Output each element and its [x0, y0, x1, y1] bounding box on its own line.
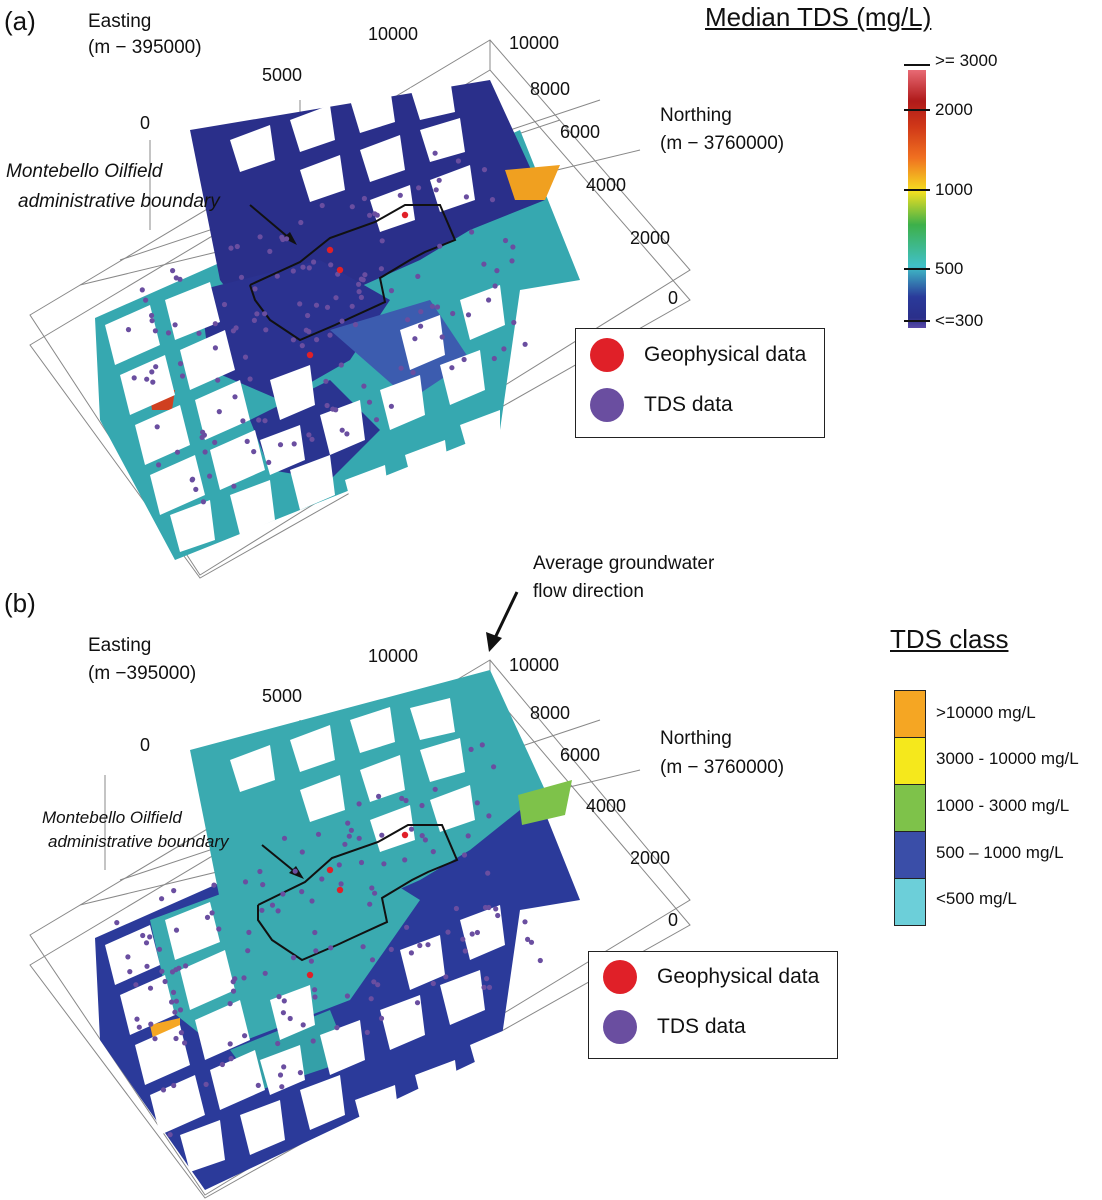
panel-a-colorbar — [908, 70, 926, 328]
panel-a-easting-tick: 5000 — [262, 65, 303, 85]
panel-a-northing-tick: 2000 — [630, 228, 671, 248]
legend-tds-label: TDS data — [657, 1015, 746, 1038]
colorbar-tick — [904, 189, 930, 191]
panel-a-northing-label: Northing — [660, 105, 732, 126]
colorbar-label: >= 3000 — [935, 51, 998, 70]
class-label: 3000 - 10000 mg/L — [936, 749, 1079, 768]
panel-a-oilfield-boundary — [249, 204, 457, 342]
panel-b-northing-tick: 8000 — [530, 703, 571, 723]
panel-b-northing-tick: 10000 — [509, 655, 560, 675]
panel-a-grid-cells — [105, 78, 505, 552]
panel-a-easting-label: Easting — [88, 11, 152, 32]
panel-a-northing-tick: 8000 — [530, 79, 571, 99]
legend-tds-label: TDS data — [644, 393, 733, 416]
panel-b-northing-tick: 0 — [668, 910, 679, 930]
panel-a-colorbar-title: Median TDS (mg/L) — [705, 2, 932, 32]
colorbar-label: 500 — [935, 259, 964, 278]
panel-b-oilfield-boundary — [257, 824, 459, 962]
class-swatch-500-1000 — [894, 831, 926, 879]
panel-b-grid-cells — [105, 698, 505, 1172]
class-swatch-3000-10000 — [894, 737, 926, 785]
class-swatch-1000-3000 — [894, 784, 926, 832]
panel-b-easting-tick: 10000 — [368, 646, 419, 666]
colorbar-tick — [904, 320, 930, 322]
panel-b-data-legend: Geophysical data TDS data — [588, 951, 838, 1059]
class-label: 1000 - 3000 mg/L — [936, 796, 1070, 815]
panel-a-easting-tick: 0 — [140, 113, 151, 133]
panel-b-easting-offset: (m −395000) — [88, 663, 197, 684]
panel-a-northing-offset: (m − 3760000) — [660, 133, 785, 154]
panel-b-northing-tick: 6000 — [560, 745, 601, 765]
colorbar-tick — [904, 64, 930, 66]
class-label: <500 mg/L — [936, 889, 1017, 908]
panel-a-easting-tick: 10000 — [368, 24, 419, 44]
flow-direction-arrow — [492, 591, 519, 641]
panel-a-data-legend: Geophysical data TDS data — [575, 328, 825, 438]
panel-b-boundary-label-2: administrative boundary — [48, 832, 229, 851]
panel-b-label: (b) — [4, 588, 36, 618]
panel-b-easting-tick: 0 — [140, 735, 151, 755]
class-label: 500 – 1000 mg/L — [936, 843, 1064, 862]
panel-b-northing-tick: 4000 — [586, 796, 627, 816]
colorbar-tick — [904, 109, 930, 111]
panel-b-boundary-label-1: Montebello Oilfield — [42, 808, 182, 827]
flow-direction-label-2: flow direction — [533, 581, 644, 602]
panel-b-easting-label: Easting — [88, 635, 152, 656]
class-swatch-lt500 — [894, 878, 926, 926]
legend-geophysical-label: Geophysical data — [644, 343, 807, 366]
panel-a-easting-offset: (m − 395000) — [88, 37, 202, 58]
panel-b-northing-tick: 2000 — [630, 848, 671, 868]
panel-a-northing-tick: 10000 — [509, 33, 560, 53]
panel-a-boundary-label-2: administrative boundary — [18, 191, 220, 212]
flow-direction-label-1: Average groundwater — [533, 553, 715, 574]
colorbar-label: 2000 — [935, 100, 973, 119]
panel-a-northing-tick: 4000 — [586, 175, 627, 195]
legend-geophysical-label: Geophysical data — [657, 965, 820, 988]
panel-a-boundary-label-1: Montebello Oilfield — [6, 161, 163, 182]
class-swatch-gt10000 — [894, 690, 926, 738]
colorbar-label: <=300 — [935, 311, 984, 330]
colorbar-label: 1000 — [935, 180, 973, 199]
panel-b-class-legend: >10000 mg/L 3000 - 10000 mg/L 1000 - 300… — [894, 690, 1102, 930]
tds-data-icon — [590, 388, 624, 422]
tds-data-icon — [603, 1010, 637, 1044]
panel-a-northing-tick: 6000 — [560, 122, 601, 142]
colorbar-tick — [904, 268, 930, 270]
panel-b-class-legend-title: TDS class — [890, 624, 1009, 654]
panel-a-label: (a) — [4, 6, 36, 36]
panel-b-easting-tick: 5000 — [262, 686, 303, 706]
panel-b-northing-offset: (m − 3760000) — [660, 757, 785, 778]
geophysical-data-icon — [603, 960, 637, 994]
class-label: >10000 mg/L — [936, 703, 1036, 722]
panel-a-northing-tick: 0 — [668, 288, 679, 308]
geophysical-data-icon — [590, 338, 624, 372]
panel-b-northing-label: Northing — [660, 728, 732, 749]
flow-arrow-head — [486, 632, 502, 652]
